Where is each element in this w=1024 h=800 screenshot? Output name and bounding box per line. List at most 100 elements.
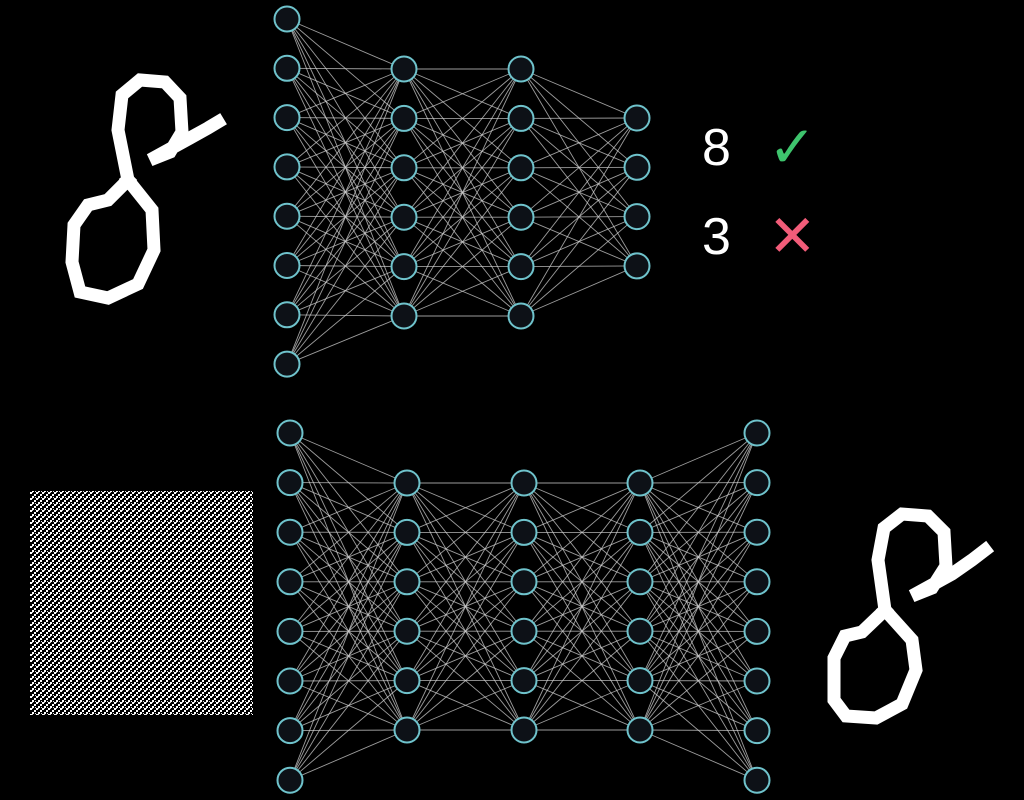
classifier-edge	[520, 68, 638, 119]
classifier-node-layer3-6	[507, 302, 535, 330]
generator-edge	[639, 432, 758, 583]
classifier-edge	[286, 68, 405, 365]
generator-edge	[406, 482, 525, 731]
classifier-edge	[286, 68, 405, 119]
generator-edge	[639, 581, 758, 731]
generator-node-layer3-2	[510, 518, 538, 546]
classifier-edge	[403, 68, 522, 119]
generator-edge	[289, 581, 408, 781]
generator-node-layer3-5	[510, 667, 538, 695]
classifier-edge	[286, 167, 405, 365]
generator-edge	[523, 482, 641, 731]
classifier-edge	[403, 266, 522, 317]
prediction-label-8: 8	[702, 119, 731, 177]
generator-edge	[639, 631, 758, 731]
generator-node-layer3-6	[510, 716, 538, 744]
generator-edge	[289, 630, 408, 781]
classifier-edge	[403, 118, 522, 317]
generator-node-layer5-8	[743, 766, 771, 794]
classifier-node-layer2-5	[390, 253, 418, 281]
classifier-edge	[403, 167, 522, 317]
generator-edge	[406, 680, 525, 731]
prediction-label-3: 3	[702, 208, 731, 266]
classifier-edge	[286, 315, 405, 365]
classifier-node-layer2-6	[390, 302, 418, 330]
classifier-node-layer4-3	[623, 203, 651, 231]
generator-edge	[523, 680, 641, 731]
classifier-edge	[286, 68, 405, 315]
generator-node-layer5-2	[743, 469, 771, 497]
classifier-edge	[520, 117, 638, 218]
classifier-edge	[520, 216, 638, 317]
generator-node-layer4-4	[626, 617, 654, 645]
classifier-node-layer4-4	[623, 252, 651, 280]
classifier-node-layer1-1	[273, 5, 301, 33]
generator-edge	[289, 482, 408, 632]
generator-node-layer1-1	[276, 419, 304, 447]
classifier-node-layer1-7	[273, 301, 301, 329]
generator-edge	[406, 482, 525, 583]
generator-edge	[639, 531, 758, 731]
generator-edge	[523, 482, 641, 533]
classifier-edge	[520, 265, 638, 317]
generator-edge	[523, 482, 641, 681]
classifier-node-layer1-8	[273, 350, 301, 378]
classifier-node-layer3-3	[507, 154, 535, 182]
generator-network	[276, 419, 771, 794]
generator-edge	[523, 581, 641, 731]
generator-node-layer5-4	[743, 568, 771, 596]
generator-node-layer2-1	[393, 469, 421, 497]
generator-node-layer2-4	[393, 617, 421, 645]
generator-node-layer5-6	[743, 667, 771, 695]
generator-node-layer5-3	[743, 518, 771, 546]
check-icon: ✓	[768, 113, 817, 181]
generator-node-layer4-6	[626, 716, 654, 744]
generator-edge	[639, 729, 758, 781]
generator-edge	[406, 482, 525, 533]
generator-node-layer3-1	[510, 469, 538, 497]
generated-digit-image	[827, 507, 995, 725]
generator-node-layer5-7	[743, 717, 771, 745]
cross-icon: ✕	[768, 202, 817, 270]
classifier-edge	[286, 118, 405, 365]
classifier-edges	[286, 18, 638, 365]
generator-edge	[289, 532, 408, 781]
generator-node-layer5-5	[743, 617, 771, 645]
generator-edge	[639, 432, 758, 533]
noise-input-image	[30, 491, 253, 715]
classifier-node-layer1-6	[273, 252, 301, 279]
classifier-edge	[286, 216, 405, 365]
generator-edge	[289, 482, 408, 583]
generator-edge	[523, 630, 641, 731]
generator-node-layer4-3	[626, 568, 654, 596]
classifier-edge	[403, 68, 522, 169]
generator-edge	[639, 729, 758, 732]
generator-node-layer1-8	[276, 766, 304, 794]
generator-edge	[289, 729, 408, 781]
generator-edge	[406, 581, 525, 731]
classifier-node-layer1-5	[273, 202, 301, 230]
classifier-node-layer3-4	[507, 203, 535, 231]
generator-edge	[406, 630, 525, 731]
classifier-edge	[286, 68, 405, 168]
generator-node-layer5-1	[743, 419, 771, 447]
generator-edge	[289, 680, 408, 781]
classifier-node-layer1-2	[273, 54, 301, 82]
generator-edge	[523, 532, 641, 731]
generator-edge	[406, 482, 525, 681]
classifier-edge	[403, 68, 522, 317]
classifier-edge	[403, 68, 522, 218]
classifier-node-layer2-1	[390, 55, 418, 83]
input-digit-image	[65, 73, 227, 305]
classifier-edge	[286, 67, 405, 70]
classifier-edge	[286, 266, 405, 365]
generator-edge	[289, 482, 408, 533]
classifier-node-layer2-4	[390, 203, 418, 231]
generator-edge	[523, 482, 641, 583]
classifier-edge	[286, 68, 405, 217]
generator-edge	[289, 482, 408, 731]
classifier-node-layer4-1	[623, 104, 651, 132]
classifier-node-layer3-1	[507, 55, 535, 83]
generator-edges	[289, 432, 758, 781]
classifier-edge	[520, 167, 638, 317]
